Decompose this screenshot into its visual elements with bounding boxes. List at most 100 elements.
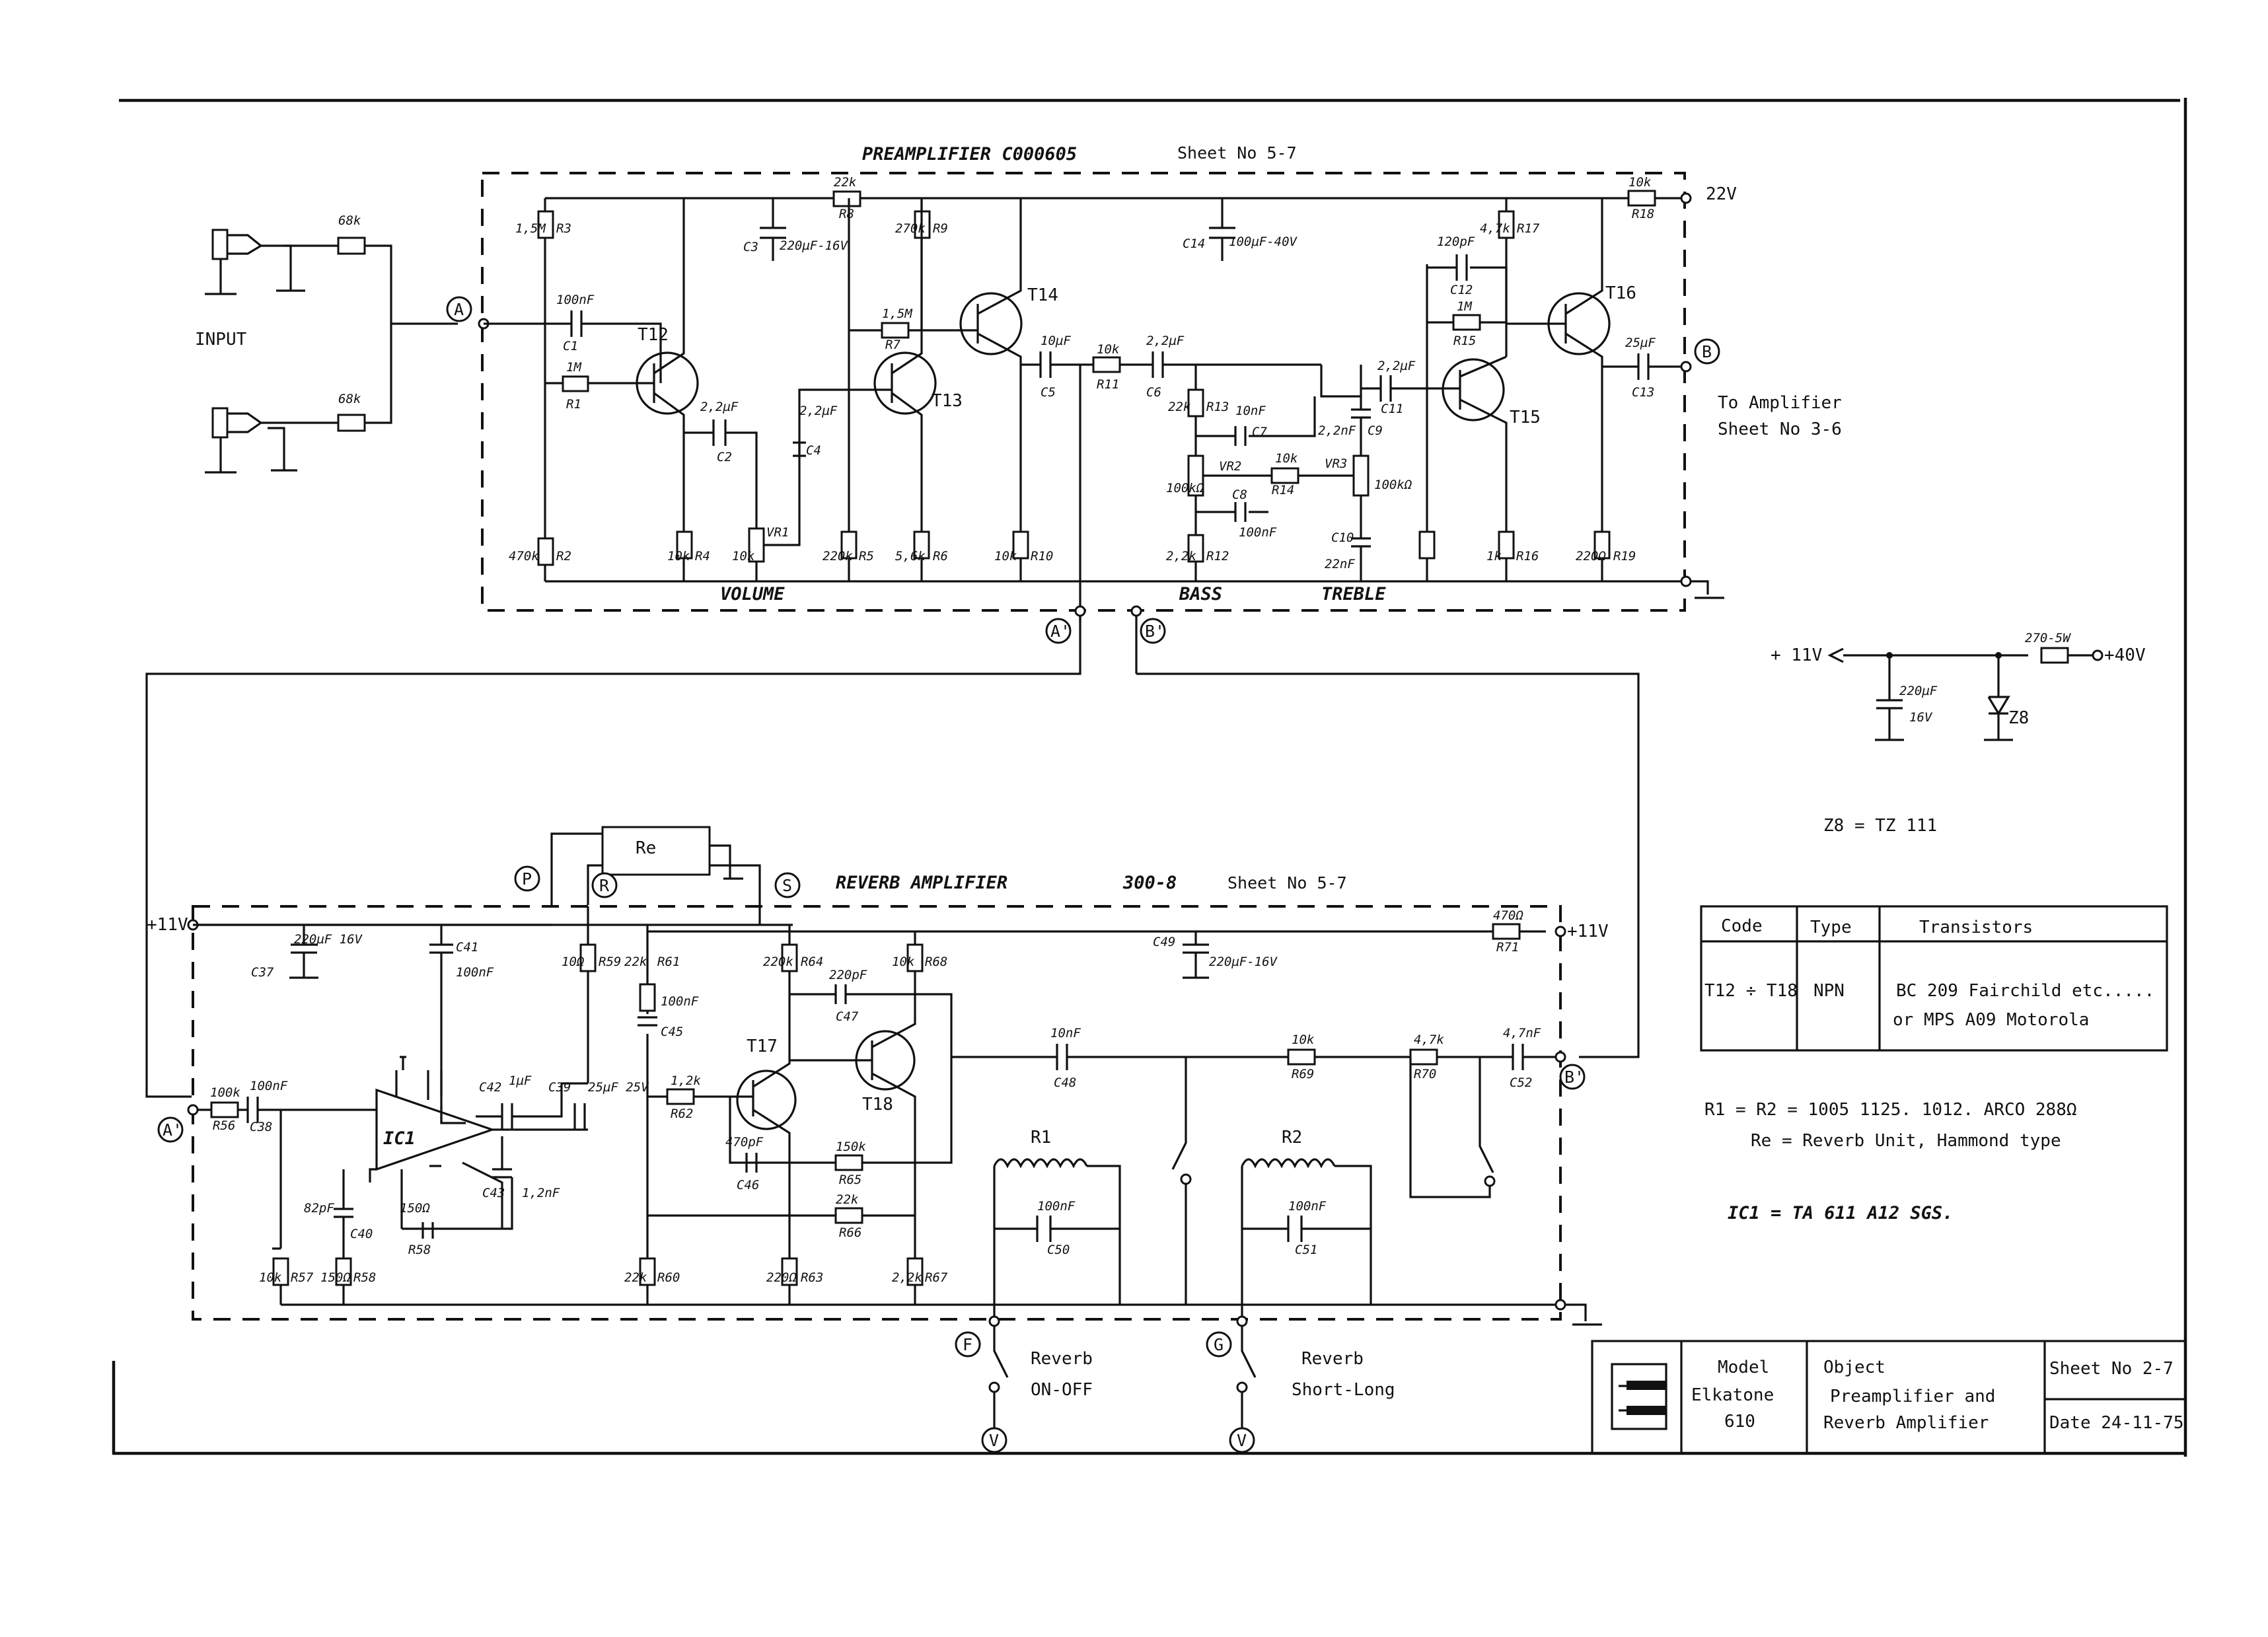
input-wire — [365, 244, 458, 424]
label-C9-value: 2,2nF — [1318, 423, 1356, 438]
reverb-unit-label: Re — [636, 838, 656, 858]
label-R8-value: 22k — [834, 175, 857, 190]
label-R60-value: 22k — [624, 1270, 647, 1285]
resistor-R70 — [1409, 1048, 1438, 1066]
resistor-R5 — [840, 530, 858, 560]
label-C6-value: 2,2µF — [1146, 334, 1185, 348]
label-R69-value: 10k — [1292, 1033, 1315, 1047]
switch-length — [1484, 1175, 1496, 1187]
node-G — [1206, 1331, 1232, 1358]
control-volume: VOLUME — [720, 584, 785, 604]
label-R9-ref: R9 — [933, 221, 948, 236]
label-T12: T12 — [638, 325, 669, 345]
resistor-R8 — [832, 190, 861, 207]
label-C51-ref: C51 — [1295, 1243, 1317, 1257]
label-C1-value: 100nF — [556, 293, 595, 307]
preamp-supply-label: 22V — [1706, 184, 1737, 204]
label-R65-value: 150k — [836, 1140, 866, 1154]
label-R71-ref: R71 — [1496, 940, 1519, 955]
label-R69-ref: R69 — [1292, 1067, 1314, 1081]
resistor-R15 — [1452, 314, 1481, 331]
node-B-prime-rev-label: B' — [1564, 1068, 1584, 1087]
table-cell-type: NPN — [1813, 981, 1845, 1001]
node-B-prime-terminal — [1130, 605, 1142, 617]
label-R62-value: 1,2k — [671, 1073, 701, 1088]
resistor-R62 — [666, 1088, 695, 1105]
label-C13-ref: C13 — [1632, 385, 1654, 400]
label-T15: T15 — [1510, 408, 1541, 427]
transistor-table — [1700, 905, 2168, 1052]
resistor-R16 — [1498, 530, 1515, 560]
node-A-label: A — [454, 300, 464, 319]
label-R67-ref: R67 — [925, 1270, 948, 1285]
label-68k-b: 68k — [338, 392, 361, 406]
label-VR3-value: 100kΩ — [1374, 478, 1412, 492]
power-cap-voltage: 16V — [1909, 710, 1933, 725]
label-C14-ref: C14 — [1183, 236, 1205, 251]
label-C39-ref: C40 — [350, 1227, 373, 1241]
power-supply — [1827, 647, 2103, 741]
resistor-R11 — [1092, 356, 1121, 373]
output-note-2: Sheet No 3-6 — [1718, 419, 1842, 439]
note-reverb-unit: Re = Reverb Unit, Hammond type — [1751, 1131, 2061, 1151]
transistor-T17 — [727, 931, 797, 1305]
label-C37-value: 220µF 16V — [294, 932, 363, 947]
label-C41-ref: C41 — [456, 940, 478, 955]
label-T14: T14 — [1027, 285, 1058, 305]
label-C52-ref: C52 — [1510, 1075, 1532, 1090]
reverb-title: REVERB AMPLIFIER — [836, 873, 1007, 893]
label-R59-value: 10Ω — [562, 955, 585, 969]
label-R13-ref: R13 — [1206, 400, 1229, 414]
label-R9-value: 270k — [895, 221, 926, 236]
label-C48-value: 10nF — [1050, 1026, 1081, 1040]
label-C48-ref: C48 — [1054, 1075, 1076, 1090]
label-R64-value: 220k — [763, 955, 793, 969]
resistor-R67 — [906, 1257, 924, 1286]
node-B-prime-rev — [1559, 1064, 1586, 1090]
switch-G-label-1: Reverb — [1301, 1349, 1364, 1369]
control-bass: BASS — [1179, 584, 1222, 604]
label-R5-value: 220k — [823, 549, 853, 564]
label-C45-ref: C45 — [661, 1025, 683, 1039]
label-R59-ref: R59 — [599, 955, 621, 969]
label-R67-value: 2,2k — [892, 1270, 922, 1285]
resistor-R4 — [676, 530, 693, 560]
transistor-T15 — [1427, 355, 1508, 581]
label-VR2-ref: VR2 — [1219, 459, 1241, 474]
resistor-R14 — [1270, 467, 1299, 484]
label-C6-ref: C6 — [1146, 385, 1161, 400]
label-C44-value: 25µF 25V — [588, 1080, 649, 1095]
label-R70-ref: R70 — [1414, 1067, 1436, 1081]
label-R3-ref: R3 — [556, 221, 571, 236]
label-R60-ref: R60 — [657, 1270, 680, 1285]
label-VR1-value: 10k — [732, 549, 755, 564]
table-header-type: Type — [1810, 918, 1852, 937]
transistor-T12 — [628, 198, 699, 581]
label-R66-ref: R66 — [839, 1225, 861, 1240]
label-C49-ref: C49 — [1153, 935, 1175, 949]
label-R3-value: 1,5M — [515, 221, 546, 236]
label-C47-value: 220pF — [829, 968, 867, 982]
resistor-R13 — [1187, 388, 1204, 418]
label-C40-value: 150Ω — [400, 1201, 430, 1216]
label-C43-value: 1,2nF — [522, 1186, 560, 1200]
label-R4-value: 10k — [667, 549, 690, 564]
reverb-ground-rail — [281, 1303, 1602, 1326]
title-model-3: 610 — [1724, 1412, 1755, 1432]
label-R6-ref: R6 — [933, 549, 948, 564]
label-VR3-ref: VR3 — [1325, 456, 1347, 471]
label-C1-ref: C1 — [563, 339, 578, 353]
reverb-coil-R1 — [993, 1158, 1121, 1318]
preamp-title: PREAMPLIFIER C000605 — [862, 144, 1077, 164]
resistor-R10 — [1012, 530, 1029, 560]
label-C41-value: 100nF — [456, 965, 494, 980]
label-C11-ref: C11 — [1381, 402, 1403, 416]
ground-terminal — [1680, 575, 1692, 587]
label-R11-value: 10k — [1097, 342, 1120, 357]
node-A-prime-rev — [157, 1116, 184, 1143]
node-P-label: P — [522, 869, 532, 889]
reverb-supply-rail — [193, 906, 793, 931]
label-R12-ref: R12 — [1206, 549, 1229, 564]
label-R17-value: 4,7k — [1480, 221, 1510, 236]
